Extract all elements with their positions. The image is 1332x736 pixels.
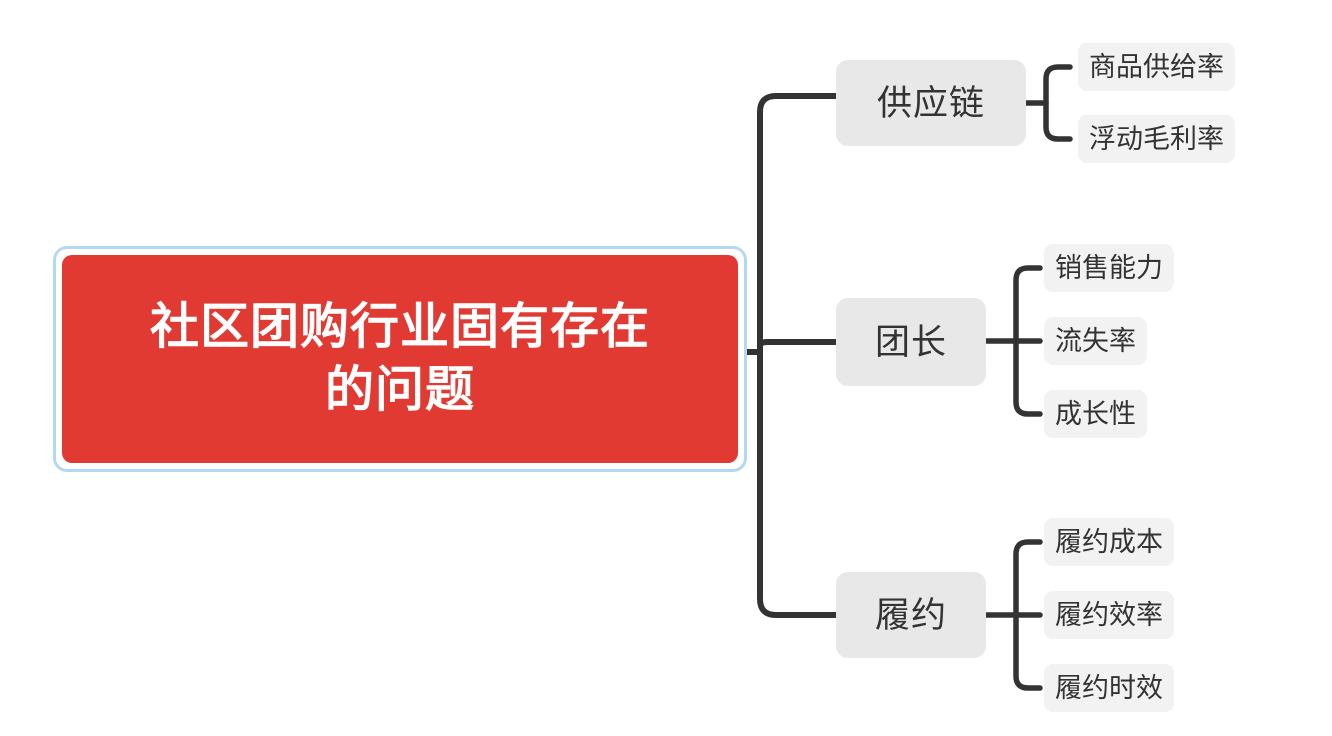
leaf-node-churn-rate[interactable]: 流失率 <box>1044 317 1147 365</box>
connector-supplychain-spine <box>1043 64 1073 142</box>
connector-branch-tuanzhang <box>757 339 839 349</box>
leaf-node-sales-capability[interactable]: 销售能力 <box>1044 244 1174 292</box>
connector-fulfillment-spine <box>1013 539 1043 691</box>
leaf-node-growth[interactable]: 成长性 <box>1044 390 1147 438</box>
branch-node-label: 供应链 <box>876 83 985 123</box>
branch-node-tuanzhang[interactable]: 团长 <box>836 298 986 386</box>
branch-node-label: 履约 <box>874 595 947 635</box>
leaf-node-floating-gross-margin[interactable]: 浮动毛利率 <box>1078 115 1235 163</box>
connector-main-spine-bottom <box>757 349 839 618</box>
leaf-node-fulfillment-timeliness[interactable]: 履约时效 <box>1044 664 1174 712</box>
leaf-node-fulfillment-efficiency[interactable]: 履约效率 <box>1044 591 1174 639</box>
leaf-node-label: 履约成本 <box>1055 526 1163 557</box>
connector-tuanzhang-spine <box>1013 265 1043 417</box>
root-node-inner: 社区团购行业固有存在 的问题 <box>62 255 738 463</box>
leaf-node-label: 成长性 <box>1055 398 1136 429</box>
leaf-node-label: 履约时效 <box>1055 672 1163 703</box>
root-node-label: 社区团购行业固有存在 的问题 <box>149 300 650 417</box>
leaf-node-label: 销售能力 <box>1055 252 1163 283</box>
branch-node-supply-chain[interactable]: 供应链 <box>836 60 1026 146</box>
leaf-node-fulfillment-cost[interactable]: 履约成本 <box>1044 518 1174 566</box>
connector-main-spine-top <box>757 93 839 355</box>
leaf-node-label: 流失率 <box>1055 325 1136 356</box>
branch-node-label: 团长 <box>874 322 947 362</box>
root-node[interactable]: 社区团购行业固有存在 的问题 <box>53 246 747 472</box>
leaf-node-commodity-supply-rate[interactable]: 商品供给率 <box>1078 43 1235 91</box>
leaf-node-label: 浮动毛利率 <box>1089 123 1224 154</box>
leaf-node-label: 履约效率 <box>1055 599 1163 630</box>
branch-node-fulfillment[interactable]: 履约 <box>836 572 986 658</box>
leaf-node-label: 商品供给率 <box>1089 51 1224 82</box>
